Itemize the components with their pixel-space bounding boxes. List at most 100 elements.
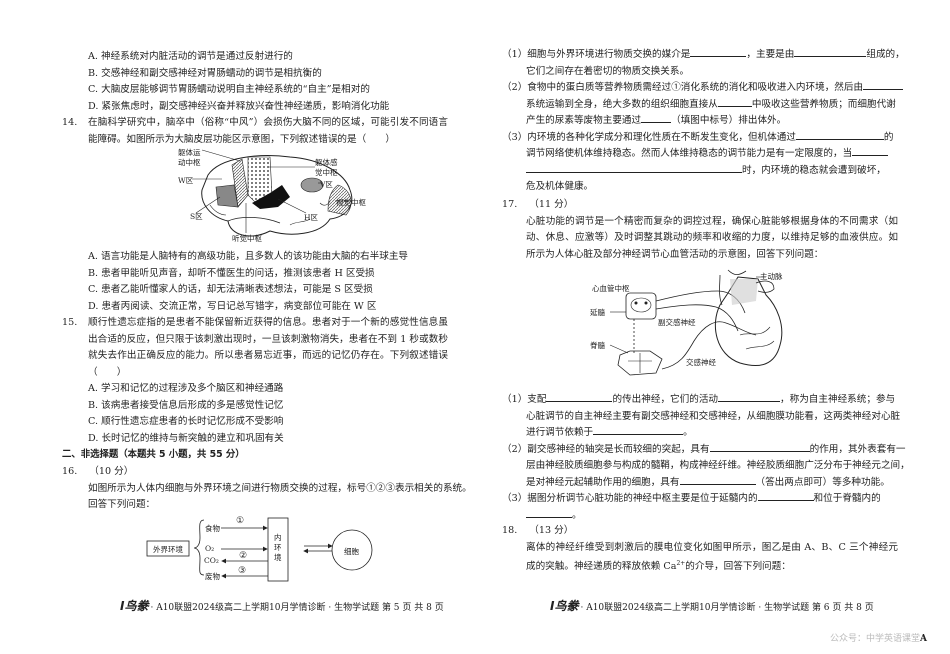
question-text: 顺行性遗忘症指的是患者不能保留新近获得的信息。患者对于一个新的感觉性信息虽能作	[88, 317, 448, 328]
text: 组成的，	[866, 49, 905, 60]
heart-drawing	[609, 269, 783, 376]
question-number: 14.	[62, 117, 78, 128]
exchange-drawing	[146, 517, 373, 582]
answer-blank[interactable]	[757, 491, 814, 501]
publisher-logo: I鸟豢	[120, 599, 149, 613]
answer-blank[interactable]	[717, 97, 752, 107]
inner-environment-box	[267, 517, 289, 582]
answer-blank[interactable]	[546, 392, 613, 402]
question-number: 18.	[502, 525, 518, 536]
text: 产生的尿素等废物主要通过	[526, 115, 642, 126]
q17-subquestions: （1）支配的传出神经，它们的活动，称为自主神经系统；参与 心脏调节的自主神经主要…	[502, 392, 910, 524]
label-inner-environment: 境	[274, 553, 282, 562]
text: （3）内环境的各种化学成分和理化性质在不断发生变化，但机体通过	[502, 131, 796, 143]
corner-mark: A	[920, 634, 927, 644]
text: 它们之间存在着密切的物质交换关系。	[526, 65, 690, 77]
text: 层由神经胶质细胞参与构成的髓鞘，构成神经纤维。神经胶质细胞广泛分布于神经元之间，	[526, 460, 910, 471]
label-cardiovascular-center: 心血管中枢	[592, 284, 630, 293]
question-text: 能障碍。如图所示为大脑皮层功能区示意图，下列叙述错误的是（ ）	[88, 133, 395, 145]
option-d: D. 紧张焦虑时，副交感神经兴奋并释放兴奋性神经递质，影响消化功能	[88, 100, 390, 112]
question-number: 17.	[502, 199, 518, 210]
question-text: 如图所示为人体内细胞与外界环境之间进行物质交换的过程，标号①②③表示相关的系统。	[88, 482, 472, 494]
label-motor-center: 动中枢	[178, 158, 201, 167]
q13-options: A. 神经系统对内脏活动的调节是通过反射进行的 B. 交感神经和副交感神经对胃肠…	[88, 49, 468, 115]
q14-options: A. 语言功能是人脑特有的高级功能，且多数人的该功能由大脑的右半球主导 B. 患…	[88, 249, 468, 315]
answer-blank[interactable]	[794, 47, 867, 57]
option-d: D. 长时记忆的维持与新突触的建立和巩固有关	[88, 432, 284, 444]
label-parasympathetic: 副交感神经	[658, 318, 696, 327]
text: （答出两点即可）等多种功能。	[755, 476, 890, 488]
label-w-area: W区	[178, 176, 194, 185]
text: 的作用，其外表套有一	[809, 443, 906, 455]
option-a: A. 语言功能是人脑特有的高级功能，且多数人的该功能由大脑的右半球主导	[88, 251, 409, 262]
answer-blank[interactable]	[709, 442, 810, 452]
label-sensory-center: 躯体感	[315, 158, 338, 167]
answer-blank[interactable]	[526, 508, 572, 518]
footer-text: · A10联盟2024级高二上学期10月学情诊断 · 生物学试题 第 6 页 共…	[580, 603, 874, 613]
question-number: 15.	[62, 317, 78, 328]
answer-blank[interactable]	[795, 130, 884, 140]
question-text: 心脏功能的调节是一个精密而复杂的调控过程，确保心脏能够根据身体的不同需求（如运	[526, 215, 898, 227]
text: 和位于脊髓内的	[813, 493, 881, 504]
medulla-shape	[625, 292, 657, 320]
footer-left: I鸟豢· A10联盟2024级高二上学期10月学情诊断 · 生物学试题 第 5 …	[120, 597, 444, 614]
aorta-shape	[755, 280, 775, 293]
answer-blank[interactable]	[679, 475, 756, 485]
label-inner-environment: 内	[274, 533, 282, 542]
answer-bracket: （ ）	[88, 366, 127, 378]
section-2-header: 二、非选择题（本题共 5 小题，共 55 分）	[62, 447, 245, 464]
text: （1）支配	[502, 394, 547, 405]
text: （2）食物中的蛋白质等营养物质需经过①消化系统的消化和吸收进入内环境，然后由	[502, 82, 864, 93]
question-15: 15. 顺行性遗忘症指的是患者不能保留新近获得的信息。患者对于一个新的感觉性信息…	[62, 315, 448, 381]
text: 的传出神经，它们的活动	[612, 394, 719, 405]
question-score: （10 分）	[89, 466, 134, 477]
text: 中吸收这些营养物质；而细胞代谢	[751, 98, 896, 110]
option-c: C. 大脑皮层能够调节胃肠蠕动说明自主神经系统的“自主”是相对的	[88, 84, 370, 95]
label-aorta: 主动脉	[760, 272, 783, 281]
question-16: 16. （10 分） 如图所示为人体内细胞与外界环境之间进行物质交换的过程，标号①…	[62, 464, 472, 514]
outside-box	[146, 540, 190, 557]
v-area	[300, 177, 324, 193]
question-text: 动、休息、应激等）及时调整其跳动的频率和收缩的力度，以维持足够的血液供应。如图	[526, 232, 898, 243]
label-motor-center: 躯体运	[178, 148, 201, 157]
visual-area	[327, 184, 352, 216]
label-s-area: S区	[190, 212, 203, 221]
answer-blank[interactable]	[593, 425, 684, 435]
answer-blank[interactable]	[526, 163, 742, 173]
answer-blank[interactable]	[718, 392, 781, 402]
text: 心脏调节的自主神经主要有副交感神经和交感神经，从细胞膜功能看，这两类神经对心脏	[526, 410, 901, 422]
heart-shape	[714, 276, 783, 367]
label-o2: O₂	[205, 544, 215, 553]
label-sensory-center: 觉中枢	[315, 168, 338, 177]
text: 。	[572, 509, 582, 521]
footer-text: · A10联盟2024级高二上学期10月学情诊断 · 生物学试题 第 5 页 共…	[150, 603, 444, 613]
question-18: 18.（13 分） 离体的神经纤维受到刺激后的膜电位变化如图甲所示，图乙是由 A…	[502, 523, 902, 573]
text: 系统运输到全身，绝大多数的组织细胞直接从	[526, 98, 718, 110]
question-text: 所示为人体心脏及部分神经调节心血管活动的示意图，回答下列问题：	[526, 248, 824, 260]
answer-blank[interactable]	[852, 146, 889, 156]
material-exchange-diagram: 外界环境 食物 O₂ CO₂ 废物 ① ② ③ 内 环 境 细胞	[140, 508, 380, 588]
publisher-logo: I鸟豢	[550, 599, 579, 613]
question-17: 17.（11 分） 心脏功能的调节是一个精密而复杂的调控过程，确保心脏能够根据身…	[502, 197, 902, 263]
answer-blank[interactable]	[641, 113, 672, 123]
label-visual-center: 视觉中枢	[336, 198, 366, 207]
heart-nerve-figure: 心血管中枢 延髓 副交感神经 脊髓 交感神经 主动脉	[570, 265, 820, 390]
label-system-1: ①	[236, 516, 245, 526]
question-text: 在脑科学研究中，脑卒中（俗称“中风”）会损伤大脑不同的区域，可能引发不同语言功	[88, 117, 448, 128]
question-text: 的介导，回答下列问题：	[685, 561, 791, 573]
spinal-cord-shape	[617, 350, 663, 376]
text: 。	[683, 427, 693, 438]
answer-blank[interactable]	[863, 80, 904, 90]
option-b: B. 该病患者接受信息后形成的多是感觉性记忆	[88, 399, 284, 411]
brain-cortex-figure: 躯体运 动中枢 W区 躯体感 觉中枢 V区 视觉中枢 S区 H区 听觉中枢	[170, 145, 370, 245]
text: （1）细胞与外界环境进行物质交换的媒介是	[502, 49, 691, 60]
sympathetic-nerve	[661, 321, 757, 370]
option-b: B. 患者甲能听见声音，却听不懂医生的问话，推测该患者 H 区受损	[88, 267, 375, 279]
question-number: 16.	[62, 466, 78, 477]
option-c: C. 患者乙能听懂家人的话，却无法清晰表述想法，可能是 S 区受损	[88, 284, 373, 295]
label-auditory-center: 听觉中枢	[232, 234, 262, 243]
watermark: 公众号：中学英语课堂A	[830, 631, 927, 644]
question-text: 离体的神经纤维受到刺激后的膜电位变化如图甲所示，图乙是由 A、B、C 三个神经元…	[526, 541, 898, 553]
text: （填图中标号）排出体外。	[671, 115, 787, 126]
answer-blank[interactable]	[690, 47, 747, 57]
